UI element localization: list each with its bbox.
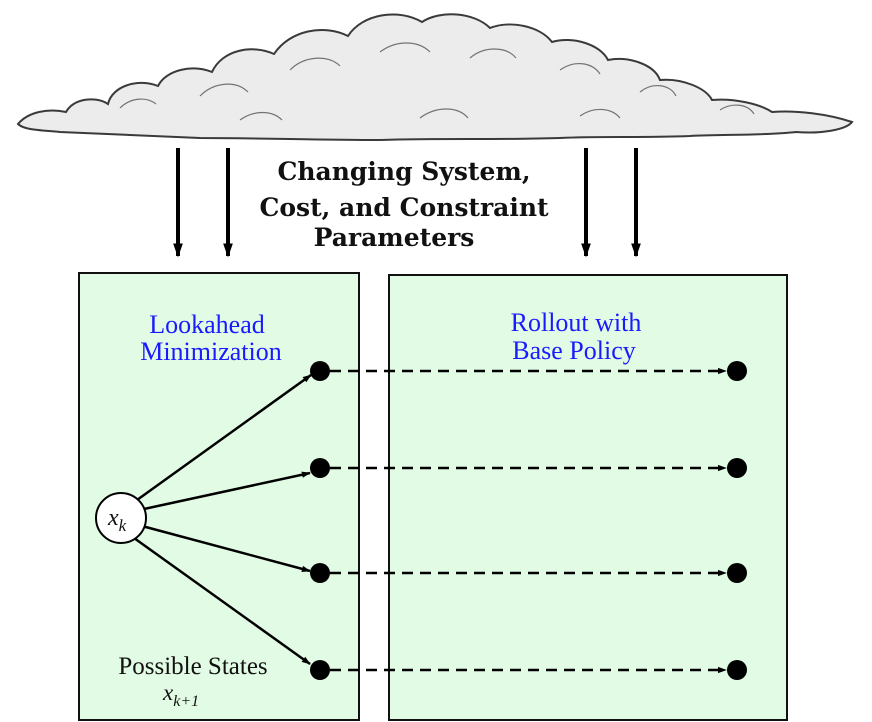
rollout-title-line: Base Policy: [512, 336, 636, 365]
next-state-node: [310, 563, 330, 583]
states-var: x: [162, 680, 174, 705]
terminal-node: [727, 361, 747, 381]
possible-states-var: xk+1: [162, 680, 199, 710]
states-subscript: k+1: [173, 693, 199, 710]
lookahead-branches: [133, 373, 312, 666]
next-state-node: [310, 660, 330, 680]
cloud-icon: [16, 13, 854, 142]
terminal-node: [727, 458, 747, 478]
rollout-title-line: Rollout with: [511, 308, 642, 337]
terminal-node: [727, 563, 747, 583]
caption-line: Parameters: [314, 223, 475, 252]
parameter-arrows: [173, 148, 641, 258]
lookahead-title-line: Minimization: [140, 337, 282, 366]
branch-arrow: [133, 536, 311, 666]
caption-line: Changing System,: [277, 157, 530, 186]
lookahead-title-line: Lookahead: [149, 310, 265, 339]
next-state-node: [310, 458, 330, 478]
next-state-nodes: [310, 361, 330, 680]
current-state-var: x: [107, 505, 119, 531]
caption: Changing System, Cost, and Constraint Pa…: [259, 157, 549, 252]
current-state-subscript: k: [119, 516, 127, 535]
caption-line: Cost, and Constraint: [259, 193, 549, 222]
branch-arrow: [141, 524, 311, 573]
rollout-panel: [388, 274, 788, 721]
branch-arrow: [143, 471, 311, 511]
branch-arrow: [136, 373, 312, 502]
terminal-nodes: [727, 361, 747, 680]
possible-states-label: Possible States: [118, 653, 267, 680]
current-state-node: xk: [95, 492, 147, 544]
rollout-trajectories: [330, 367, 727, 674]
terminal-node: [727, 660, 747, 680]
svg-text:xk: xk: [107, 505, 127, 535]
next-state-node: [310, 361, 330, 381]
